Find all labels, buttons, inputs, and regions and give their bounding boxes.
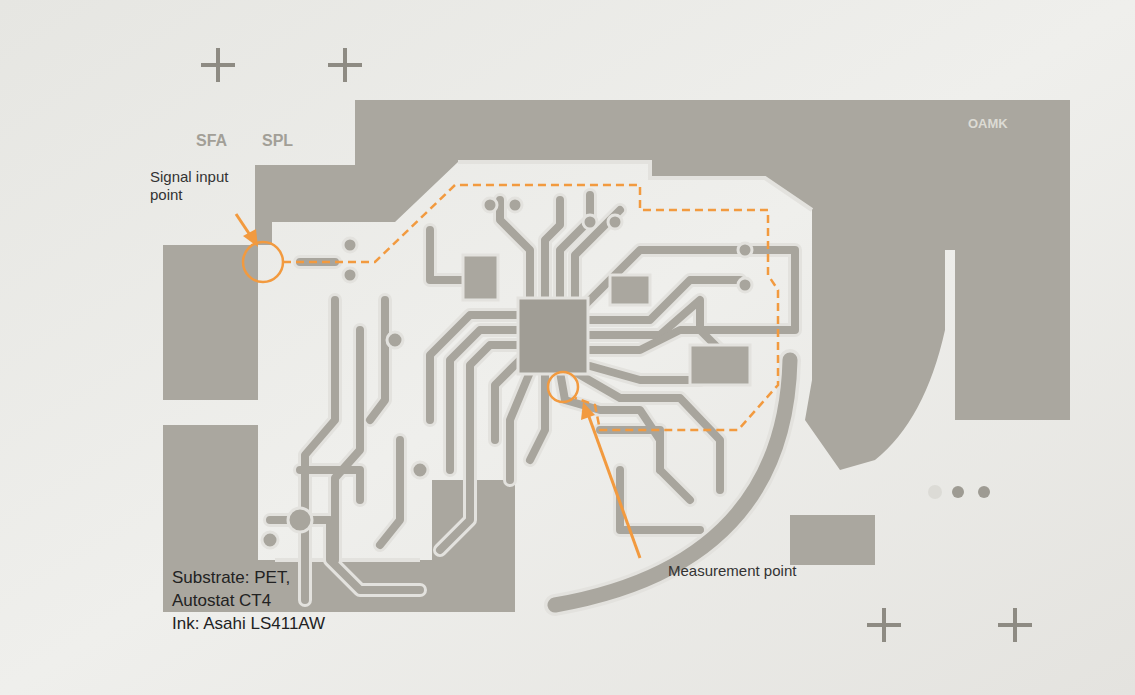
print-mark: OAMK xyxy=(968,116,1008,132)
material-note: Ink: Asahi LS411AW xyxy=(172,614,325,634)
print-mark: SFA xyxy=(196,131,227,150)
callout-label: Measurement point xyxy=(668,562,796,580)
print-mark: SPL xyxy=(262,131,293,150)
material-note: Substrate: PET, xyxy=(172,568,290,588)
callout-label: Signal input point xyxy=(150,168,234,204)
material-note: Autostat CT4 xyxy=(172,591,271,611)
